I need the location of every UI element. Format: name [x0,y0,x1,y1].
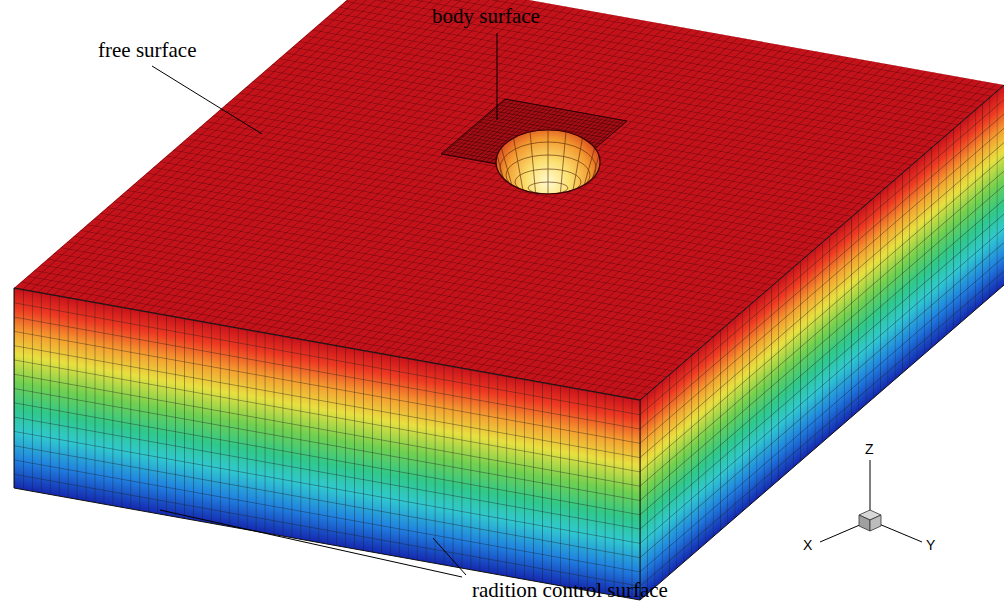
callout-label: radition control surface [472,578,668,602]
axis-label: Z [865,441,874,457]
axis-label: Y [926,537,935,553]
axis-label: X [803,537,812,553]
callout-label: free surface [98,38,197,62]
callout-label: body surface [432,4,540,28]
